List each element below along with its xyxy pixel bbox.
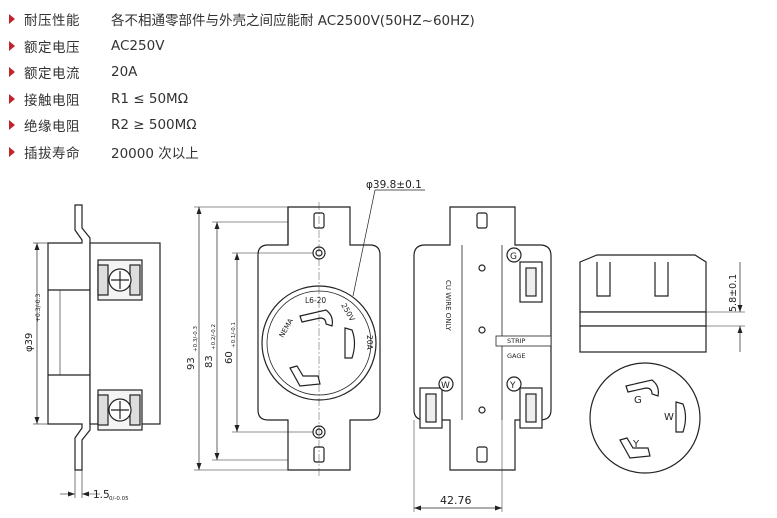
dimension-height-83-tolerance: +0.2/-0.2: [211, 324, 217, 350]
spec-value: 各不相通零部件与外壳之间应能耐 AC2500V(50HZ~60HZ): [111, 13, 475, 30]
dimension-face-diameter: φ39.8±0.1: [366, 179, 422, 191]
back-view: STRIP GAGE CU WIRE ONLY G W Y 42.76: [413, 206, 552, 512]
spec-row-contact-resistance: 接触电阻 R1 ≤ 50MΩ: [8, 86, 528, 113]
back-label-cu-wire-only: CU WIRE ONLY: [444, 280, 452, 331]
back-mounting-slot-top-icon: [476, 212, 488, 229]
spec-label: 绝缘电阻: [24, 119, 80, 136]
spec-value: R1 ≤ 50MΩ: [111, 90, 189, 107]
plug-slot-g-icon: [625, 379, 659, 397]
spec-value: 20A: [111, 64, 138, 81]
back-label-gage: GAGE: [507, 352, 526, 360]
back-terminal-y-label: Y: [509, 381, 516, 391]
spec-label: 耐压性能: [24, 13, 80, 30]
plug-face-view: G W Y: [589, 362, 701, 474]
dimension-height-93: 93: [186, 357, 197, 370]
back-terminal-w-label: W: [441, 381, 450, 391]
front-view: NEMA L6-20 250V 20A φ39.8±0.1 93 +0.3/-0…: [186, 179, 425, 476]
dimension-width-left-tolerance: 0/-0.05: [109, 496, 129, 502]
side-view: φ39 +0.3/-0.3 1.5 0/-0.05: [24, 204, 161, 502]
plug-slot-y-icon: [619, 437, 651, 459]
dimension-dia39-tolerance: +0.3/-0.3: [35, 294, 42, 322]
bullet-marker-icon: [9, 146, 15, 157]
back-view-body: [413, 206, 552, 471]
spec-label: 额定电流: [24, 66, 80, 83]
bullet-marker-icon: [9, 14, 15, 25]
plug-label-g: G: [634, 395, 642, 406]
plug-label-y: Y: [632, 439, 640, 450]
plug-label-w: W: [664, 412, 674, 423]
spec-value: R2 ≥ 500MΩ: [111, 117, 197, 134]
spec-label: 插拔寿命: [24, 145, 80, 162]
back-label-strip: STRIP: [507, 337, 526, 345]
dimension-dia39: φ39: [24, 333, 35, 352]
dimension-width-left: 1.5: [93, 489, 110, 501]
back-terminal-y-icon: Y: [506, 376, 543, 429]
spec-list: 耐压性能 各不相通零部件与外壳之间应能耐 AC2500V(50HZ~60HZ) …: [8, 6, 528, 165]
dimension-width-back: 42.76: [440, 494, 472, 507]
face-slot-g-icon: [299, 309, 333, 327]
spec-label: 接触电阻: [24, 92, 80, 109]
side-view-bracket: [47, 204, 91, 471]
plug-side-view: 5.8±0.1: [579, 254, 745, 353]
spec-value: AC250V: [111, 37, 165, 54]
plug-face-circle: [589, 362, 701, 474]
spec-row-rated-voltage: 额定电压 AC250V: [8, 33, 528, 60]
plug-slot-w-icon: [675, 401, 687, 433]
face-label-l6-20: L6-20: [305, 296, 326, 305]
spec-row-withstand-voltage: 耐压性能 各不相通零部件与外壳之间应能耐 AC2500V(50HZ~60HZ): [8, 6, 528, 33]
spec-row-plug-life: 插拔寿命 20000 次以上: [8, 139, 528, 166]
spec-row-rated-current: 额定电流 20A: [8, 59, 528, 86]
dimension-height-93-tolerance: +0.3/-0.3: [193, 326, 199, 352]
dimension-depth-side: 5.8±0.1: [728, 274, 739, 312]
dimension-height-83: 83: [204, 355, 215, 368]
back-terminal-g-icon: G: [506, 247, 543, 303]
bullet-marker-icon: [9, 67, 15, 78]
back-terminal-g-label: G: [510, 252, 517, 262]
face-label-20a: 20A: [365, 335, 374, 351]
spec-value: 20000 次以上: [111, 145, 199, 162]
face-slot-w-icon: [344, 327, 356, 359]
bullet-marker-icon: [9, 120, 15, 131]
back-mounting-slot-bottom-icon: [476, 446, 488, 463]
bullet-marker-icon: [9, 40, 15, 51]
spec-label: 额定电压: [24, 39, 80, 56]
back-terminal-w-icon: W: [419, 376, 454, 429]
spec-row-insulation-resistance: 绝缘电阻 R2 ≥ 500MΩ: [8, 112, 528, 139]
bullet-marker-icon: [9, 93, 15, 104]
face-slot-y-icon: [289, 365, 321, 387]
side-terminal-screw-icon: [97, 389, 143, 431]
side-terminal-screw-icon: [97, 259, 143, 301]
dimension-height-60: 60: [224, 351, 235, 364]
dimension-height-60-tolerance: +0.1/-0.1: [231, 322, 237, 348]
